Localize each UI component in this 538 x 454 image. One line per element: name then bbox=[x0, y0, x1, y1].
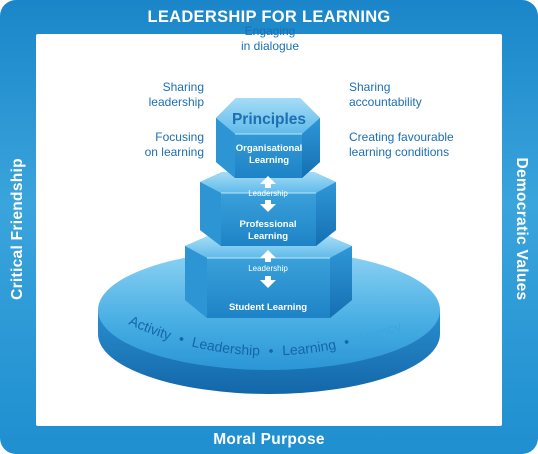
tier-middle-label-line2: Learning bbox=[248, 231, 288, 242]
base-separator-3: • bbox=[342, 333, 350, 350]
frame-bottom-title: Moral Purpose bbox=[213, 431, 325, 448]
base-separator-1: • bbox=[177, 330, 186, 347]
tier-top-label-line2: Learning bbox=[249, 155, 289, 166]
connector-label-lower: Leadership bbox=[248, 264, 288, 273]
leadership-arrows-upper bbox=[260, 176, 276, 212]
principle-engaging-in-dialogue: Engaging in dialogue bbox=[240, 24, 300, 53]
leadership-arrows-lower bbox=[260, 250, 276, 288]
base-separator-2: • bbox=[269, 343, 274, 359]
tier-organisational-learning bbox=[216, 98, 320, 178]
principle-sharing-accountability: Sharing accountability bbox=[349, 80, 422, 109]
principle-focusing-on-learning: Focusing on learning bbox=[144, 130, 204, 159]
connector-label-upper: Leadership bbox=[248, 189, 288, 198]
tier-bottom-label: Student Learning bbox=[229, 302, 307, 313]
base-word-learning: Learning bbox=[282, 336, 337, 358]
frame-top-title: LEADERSHIP FOR LEARNING bbox=[147, 8, 391, 26]
principle-creating-favourable-conditions: Creating favourable learning conditions bbox=[349, 130, 454, 159]
principles-header: Principles bbox=[232, 111, 306, 128]
principle-sharing-leadership: Sharing leadership bbox=[148, 80, 204, 109]
tier-top-label-line1: Organisational bbox=[236, 143, 303, 154]
tier-middle-label-line1: Professional bbox=[239, 219, 296, 230]
